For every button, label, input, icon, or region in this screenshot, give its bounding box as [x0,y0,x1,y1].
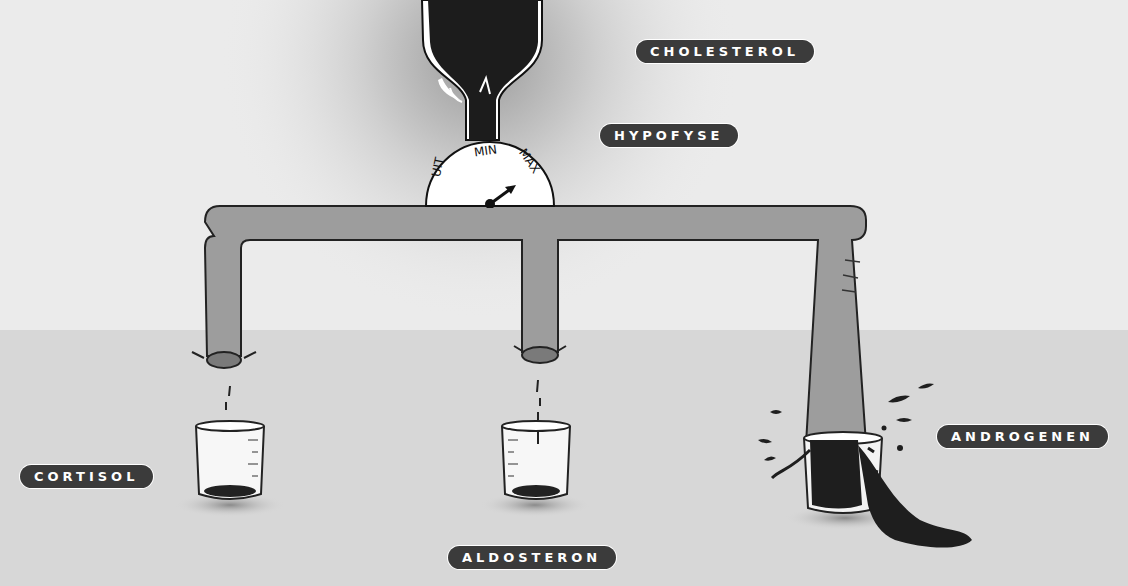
label-pill: CORTISOL [20,465,153,488]
cholesterol-funnel [422,0,542,140]
distribution-pipe [205,206,866,444]
cortisol-beaker [196,421,264,499]
aldosteron-beaker [502,421,570,499]
control-dial: UITMINMAX [424,136,556,206]
label-pill: HYPOFYSE [600,124,738,147]
androgenen-beaker [772,432,972,548]
hormone-label: HYPOFYSE [614,127,726,144]
needle-head [505,185,516,194]
splash-droplets [758,384,934,461]
label-pill: CHOLESTEROL [636,40,814,63]
label-pill: ANDROGENEN [937,425,1108,448]
drips [192,346,566,420]
hormone-label: CORTISOL [34,468,141,485]
funnel-glow [0,0,1128,330]
dial-outline [426,142,554,206]
label-pill: ALDOSTERON [448,546,616,569]
hormone-label: ALDOSTERON [462,549,604,566]
dial-knob [485,199,495,208]
hormone-label: CHOLESTEROL [650,43,802,60]
hormone-label: ANDROGENEN [951,428,1096,445]
wall-background [0,0,1128,330]
table-background [0,330,1128,586]
